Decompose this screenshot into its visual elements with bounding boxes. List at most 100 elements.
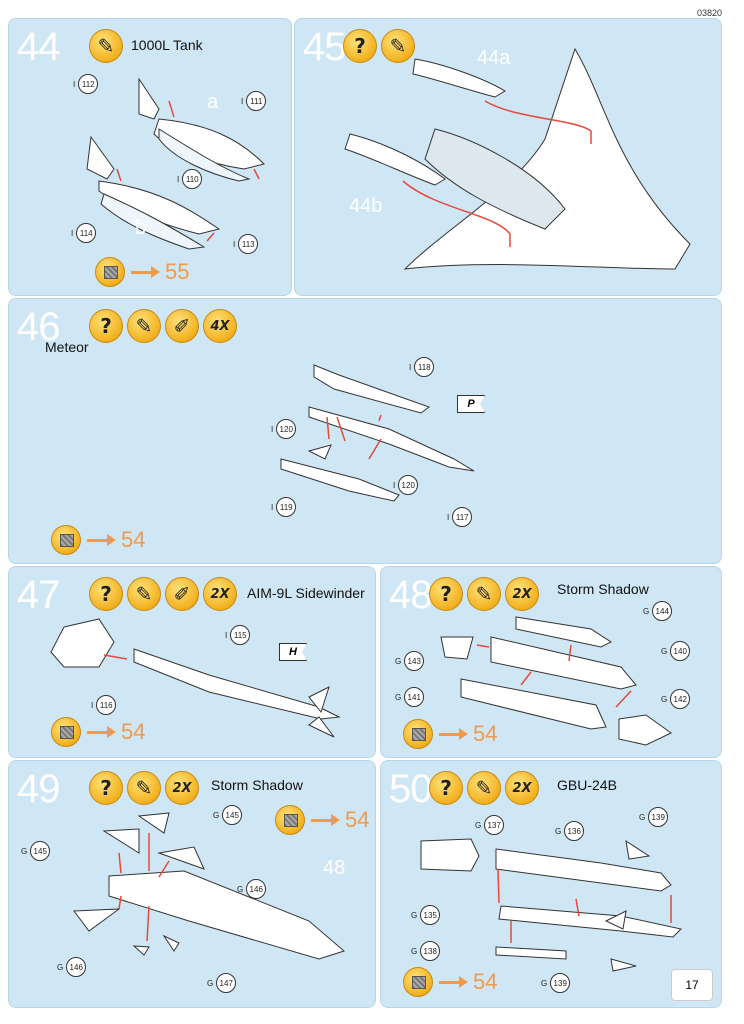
aircraft-drawing xyxy=(344,47,691,270)
brush-glue-icon: ✎ xyxy=(467,771,501,805)
quantity-badge: 2X xyxy=(165,771,199,805)
page-number: 17 xyxy=(671,969,713,1001)
cube-icon xyxy=(403,719,433,749)
step-number: 47 xyxy=(17,573,60,617)
step-number: 50 xyxy=(389,767,432,811)
sidewinder-drawing xyxy=(50,618,341,738)
cube-icon xyxy=(51,525,81,555)
quantity-badge: 4X xyxy=(203,309,237,343)
step-45-panel: 45 ? ✎ 44a 44b xyxy=(294,18,722,296)
arrow-icon xyxy=(87,533,116,546)
step-number: 48 xyxy=(389,573,432,617)
sub-label-a: a xyxy=(207,91,219,113)
step-reference: 54 xyxy=(275,805,369,835)
quantity-badge: 2X xyxy=(203,577,237,611)
question-icon: ? xyxy=(89,309,123,343)
arrow-icon xyxy=(439,975,468,988)
brush-glue-icon: ✎ xyxy=(127,577,161,611)
arrow-icon xyxy=(311,813,340,826)
step-reference: 54 xyxy=(51,717,145,747)
page-code: 03820 xyxy=(696,8,722,18)
step-title: GBU-24B xyxy=(557,777,617,793)
brush-glue-icon: ✎ xyxy=(127,771,161,805)
quantity-badge: 2X xyxy=(505,771,539,805)
sub-label-44b: 44b xyxy=(349,195,383,217)
brush-glue-icon: ✎ xyxy=(89,29,123,63)
step-reference: 54 xyxy=(403,719,497,749)
sub-label-b: b xyxy=(135,217,147,239)
step-title: Storm Shadow xyxy=(211,777,303,793)
brush-glue-icon: ✎ xyxy=(467,577,501,611)
question-icon: ? xyxy=(89,577,123,611)
step-reference: 54 xyxy=(403,967,497,997)
question-icon: ? xyxy=(89,771,123,805)
step-number: 46 xyxy=(17,305,60,349)
step-title: AIM-9L Sidewinder xyxy=(247,585,365,601)
arrow-icon xyxy=(87,725,116,738)
cube-icon xyxy=(275,805,305,835)
storm-shadow-parts-drawing xyxy=(440,616,672,746)
arrow-icon xyxy=(131,265,160,278)
brush-glue-icon: ✎ xyxy=(381,29,415,63)
meteor-drawing xyxy=(280,364,475,502)
step-number: 45 xyxy=(303,25,346,69)
sub-label-44a: 44a xyxy=(477,47,511,69)
paint-brush-icon: ✐ xyxy=(165,577,199,611)
step-title: Storm Shadow xyxy=(557,581,649,597)
question-icon: ? xyxy=(343,29,377,63)
cube-icon xyxy=(95,257,125,287)
step-reference: 54 xyxy=(51,525,145,555)
question-icon: ? xyxy=(429,577,463,611)
arrow-icon xyxy=(439,727,468,740)
gbu-24b-drawing xyxy=(420,838,683,972)
tank-drawing xyxy=(86,77,265,250)
storm-shadow-assembly-drawing xyxy=(73,812,346,960)
paint-brush-icon: ✐ xyxy=(165,309,199,343)
step-number: 49 xyxy=(17,767,60,811)
brush-glue-icon: ✎ xyxy=(127,309,161,343)
sub-label-48: 48 xyxy=(323,857,346,879)
step-title: Meteor xyxy=(45,339,89,355)
cube-icon xyxy=(51,717,81,747)
quantity-badge: 2X xyxy=(505,577,539,611)
step-reference: 55 xyxy=(95,257,189,287)
cube-icon xyxy=(403,967,433,997)
step-number: 44 xyxy=(17,25,60,69)
question-icon: ? xyxy=(429,771,463,805)
decal-flag: P xyxy=(457,395,485,413)
